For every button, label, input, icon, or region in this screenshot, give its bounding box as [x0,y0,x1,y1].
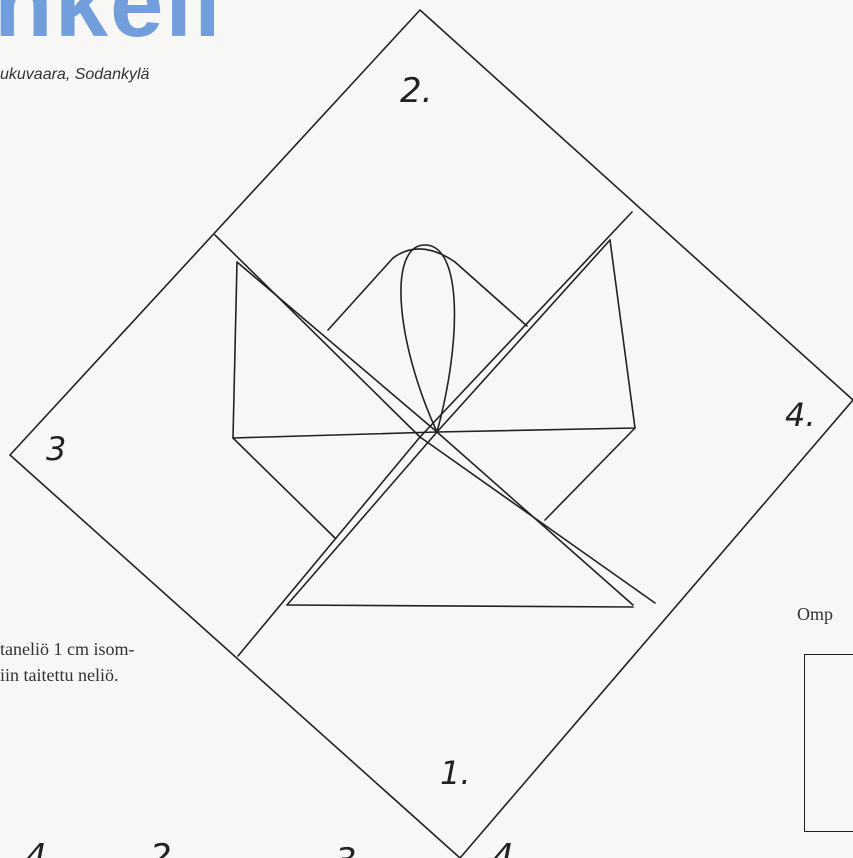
bottom-mark-4: 4 [492,837,514,858]
head-loop [401,245,455,432]
skirt-hem [287,605,633,607]
caption-right: Omp [797,604,833,625]
corner-number-2: 2. [400,71,432,111]
shoulder-left [328,258,393,330]
fold-line-upper-left [215,235,420,437]
left-wing-diag [237,262,437,432]
bottom-mark-2: 2 [150,837,172,858]
right-wing [437,240,635,432]
bottom-mark-3: 3 [335,841,357,858]
corner-number-4: 4. [785,396,816,434]
shoulder-right [455,262,527,326]
skirt-right [437,432,633,605]
outer-diamond [10,10,853,858]
right-lower-fold [545,428,635,520]
caption-left-line-2: iin taitettu neliö. [0,662,134,688]
caption-left: taneliö 1 cm isom- iin taitettu neliö. [0,636,134,688]
corner-number-1: 1. [440,754,471,792]
caption-left-line-1: taneliö 1 cm isom- [0,636,134,662]
bottom-mark-1: 4 [25,837,47,858]
left-wing [233,262,437,438]
corner-number-3: 3 [46,430,66,468]
skirt-left [287,432,437,605]
right-figure-frame [804,654,853,832]
left-lower-fold [233,438,335,538]
